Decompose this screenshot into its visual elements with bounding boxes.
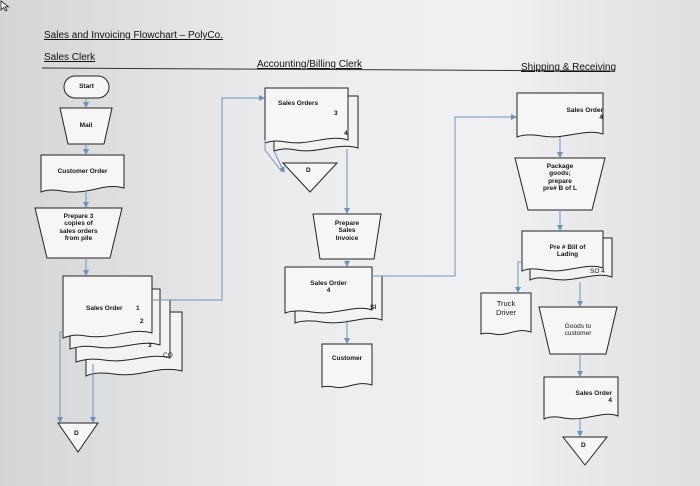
acct-file-d-label: D [306, 167, 311, 174]
acct-sales-order-doc [284, 266, 373, 314]
acct-copy-number-3: 3 [334, 110, 338, 117]
mail-label: Mail [79, 122, 93, 129]
package-line-3: prepare [548, 177, 572, 185]
goods-line-1: Goods to [564, 323, 592, 330]
bill-of-lading-label: Pre # Bill of Lading [530, 244, 605, 259]
ship-final-sales-order-name: Sales Order [575, 390, 613, 397]
bol-so4-label: SO 4 [590, 268, 605, 275]
connector [273, 150, 285, 173]
goods-line-2: customer [564, 330, 592, 338]
prepare-line-4: from pile [64, 235, 93, 243]
copy-number-1: 1 [136, 305, 140, 312]
connector [264, 140, 283, 173]
mouse-cursor-icon [0, 0, 10, 12]
copy-number-2: 2 [140, 318, 144, 325]
package-line-4: pre# B of L [543, 185, 577, 193]
prepare-copies-label: Prepare 3 copies of sales orders from pi… [35, 213, 122, 243]
lane-header-sales-clerk: Sales Clerk [44, 52, 96, 63]
ship-final-sales-order-label: Sales Order 4 [550, 390, 613, 405]
acct-offline-file [281, 162, 339, 193]
sales-order-copy-1 [62, 275, 153, 339]
connector [57, 331, 63, 423]
acct-sales-order-number: 4 [326, 287, 331, 295]
copy-co-label: CO [163, 352, 173, 359]
customer-order-label: Customer Order [57, 168, 108, 175]
connector-to-accounting [152, 95, 265, 301]
truck-driver-document [480, 292, 532, 336]
bol-line-2: Lading [556, 251, 579, 259]
start-label: Start [79, 83, 94, 90]
truck-line-2: Driver [496, 307, 516, 317]
connector-to-shipping [372, 114, 517, 277]
prepare-copies-manual-op [34, 207, 123, 259]
sales-file-d-label: D [74, 430, 79, 437]
ship-final-sales-order-doc [543, 376, 619, 420]
sales-offline-file [57, 422, 99, 453]
prepare-invoice-label: Prepare Sales Invoice [313, 220, 381, 242]
ship-sales-order-label: Sales Order 4 [540, 107, 604, 122]
goods-to-customer-label: Goods to customer [539, 323, 617, 338]
sales-order-label: Sales Order [86, 305, 123, 312]
ship-file-d-label: D [581, 442, 586, 449]
ship-sales-order-doc [516, 92, 604, 138]
acct-sales-orders-copy3 [264, 87, 349, 144]
page-title: Sales and Invoicing Flowchart – PolyCo. [44, 30, 223, 41]
truck-line-1: Truck [496, 299, 516, 308]
bol-line-1: Pre # Bill of [549, 244, 586, 251]
copy-number-3: 3 [148, 342, 152, 349]
invoice-line-1: Prepare [334, 220, 360, 227]
package-line-1: Package [546, 163, 574, 170]
customer-document [321, 343, 373, 389]
ship-final-sales-order-number: 4 [608, 397, 612, 405]
lane-divider [41, 67, 616, 72]
mail-input [59, 107, 113, 145]
package-goods-label: Package goods; prepare pre# B of L [515, 163, 605, 193]
lane-header-accounting: Accounting/Billing Clerk [257, 59, 363, 70]
lane-header-shipping: Shipping & Receiving [521, 62, 617, 73]
package-line-2: goods; [549, 170, 571, 178]
goods-to-customer-manual-op [538, 306, 618, 355]
customer-order-document [40, 154, 125, 193]
acct-copy-number-4: 4 [344, 130, 348, 137]
ship-sales-order-name: Sales Order [566, 107, 604, 114]
acct-sales-order-label: Sales Order 4 [285, 280, 372, 295]
bill-of-lading-doc [521, 230, 604, 272]
connector [515, 261, 522, 293]
ship-sales-order-number: 4 [599, 114, 603, 122]
prepare-line-3: sales orders [59, 227, 98, 235]
prepare-line-2: copies of [64, 220, 93, 228]
prepare-invoice-manual-op [312, 213, 382, 260]
acct-sales-order-name: Sales Order [310, 280, 347, 287]
ship-offline-file [561, 436, 609, 466]
invoice-line-3: Invoice [335, 234, 359, 242]
acct-sales-orders-label: Sales Orders [278, 100, 319, 107]
sales-invoice-si-label: SI [370, 304, 377, 311]
truck-driver-label: Truck Driver [481, 299, 531, 317]
prepare-line-1: Prepare 3 [63, 213, 94, 220]
invoice-line-2: Sales [338, 227, 356, 235]
customer-label: Customer [331, 355, 363, 362]
package-goods-manual-op [514, 157, 606, 211]
